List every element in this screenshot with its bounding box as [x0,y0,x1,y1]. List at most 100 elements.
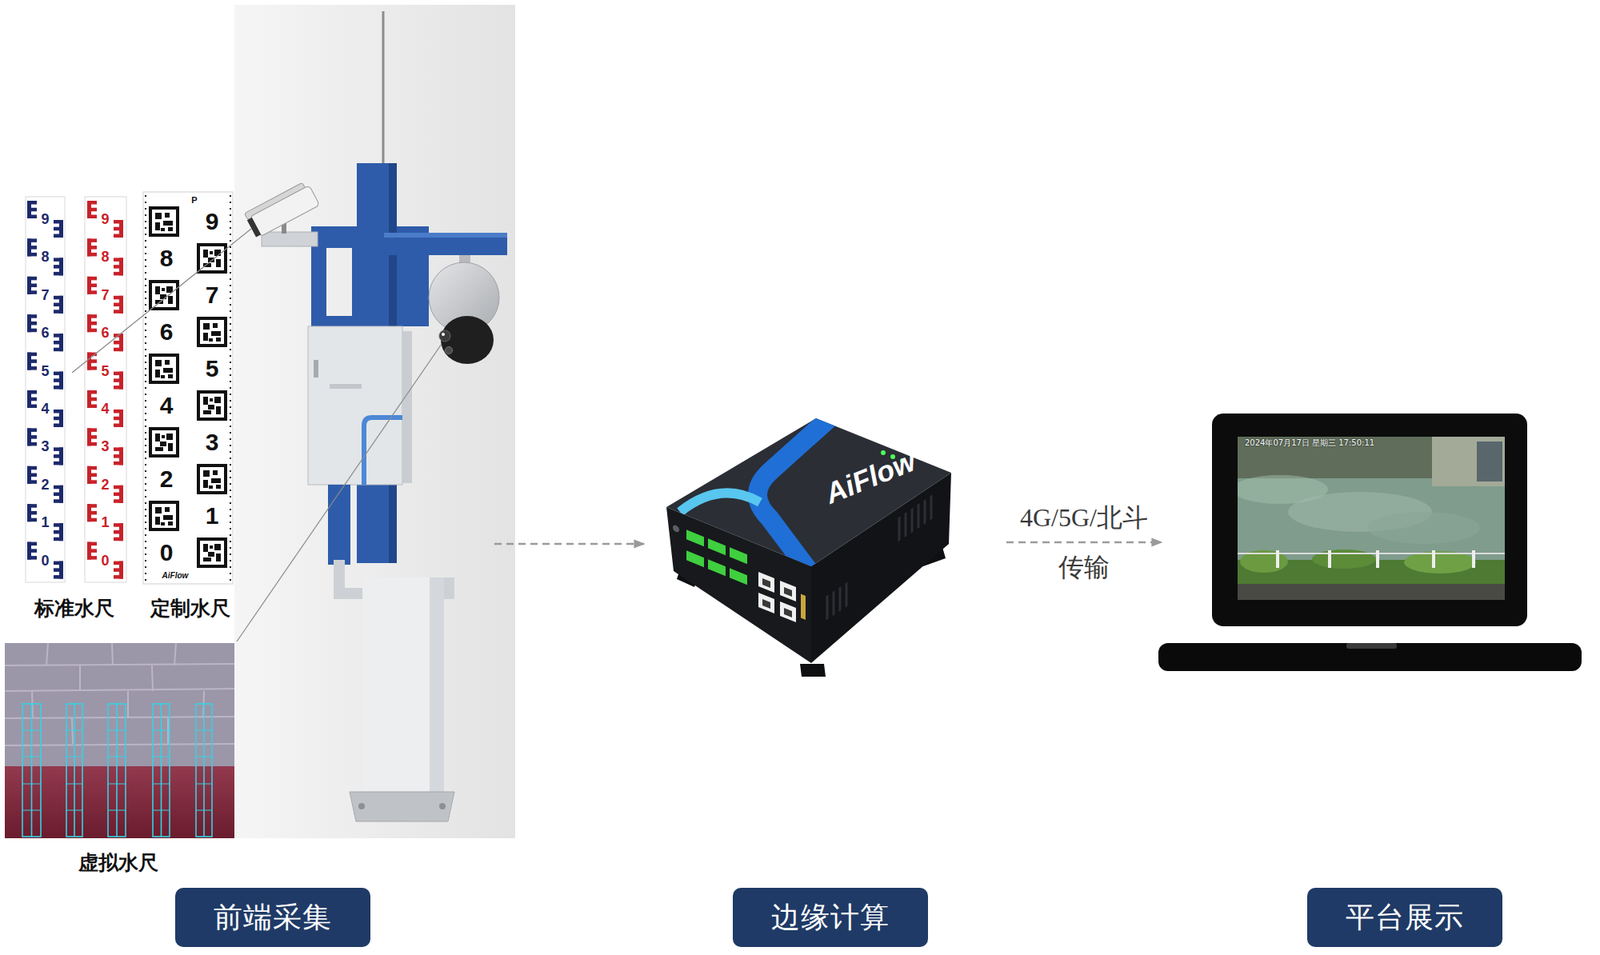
virtual-gauge-photo [112,643,113,666]
edge-gateway-device [923,500,927,524]
virtual-gauge-photo [196,756,212,758]
standard-gauge [27,542,64,580]
custom-ruler [148,353,180,384]
laptop [1312,549,1376,569]
edge-gateway-device [680,492,760,512]
standard-gauge [27,314,64,352]
standard-gauge [27,200,64,238]
edge-gateway-device [780,580,796,602]
laptop [1432,436,1505,487]
standard-gauge [87,504,124,541]
ruler-number: 2 [160,467,174,492]
standard-gauge [87,390,124,428]
edge-gateway-device [672,524,806,627]
virtual-gauge-photo [108,756,126,758]
monitoring-pole [384,232,508,238]
virtual-gauge-photo [4,643,235,839]
virtual-gauge-photo [127,691,129,719]
standard-gauge [87,276,124,314]
gauge-caption: 标准水尺 [34,598,115,619]
gauge-caption: 定制水尺 [150,598,231,619]
monitoring-pole [362,577,444,794]
edge-gateway-device [844,583,848,608]
edge-gateway-device [686,529,704,547]
virtual-gauge-photo [72,718,73,744]
laptop [1346,643,1397,649]
virtual-gauge-photo [196,704,212,837]
edge-gateway-device [929,496,933,520]
standard-gauge [87,428,124,465]
custom-ruler [196,537,228,568]
edge-gateway-device [800,594,806,620]
virtual-gauge-photo [174,643,176,666]
virtual-gauge-photo [4,688,235,692]
virtual-gauge-photo [22,756,41,758]
monitoring-pole [313,360,319,378]
virtual-gauge-photo [160,704,163,837]
ruler-number: 3 [205,430,220,455]
stage-panel: 平台展示 [1161,304,1596,952]
laptop [1158,413,1582,672]
gauge-number: 9 [40,212,49,227]
edge-gateway-device [686,550,704,568]
virtual-gauge-photo [4,643,235,839]
gauge-number: 0 [100,553,109,568]
laptop [1237,475,1328,504]
dashed-arrow [1006,541,1162,544]
gauge-number: 4 [40,401,49,416]
edge-gateway-device [890,454,896,460]
virtual-gauge-photo [116,704,118,837]
standard-gauge [87,466,124,504]
monitoring-pole [349,792,455,822]
standard-gauge [27,466,64,504]
custom-ruler [148,427,180,458]
edge-gateway-device [757,416,832,570]
edge-gateway-device [897,516,901,541]
edge-gateway-device [784,587,792,597]
leader-line [72,228,442,642]
custom-ruler [144,195,147,581]
ruler-number: 0 [160,540,174,565]
gauge-number: 6 [40,325,49,340]
edge-gateway-device [832,591,836,616]
virtual-gauge-photo [66,730,83,732]
monitoring-pole [441,332,445,336]
virtual-gauge-photo [152,784,170,785]
gauge-number: 0 [40,553,49,568]
virtual-gauge-photo [108,704,126,837]
ruler-number: 8 [160,246,174,271]
virtual-gauge-photo [73,704,76,837]
virtual-gauge-photo [46,643,48,666]
gauge-number: 8 [40,249,49,264]
standard-gauge [87,200,124,238]
monitoring-pole [234,4,516,839]
leader-line [72,228,252,373]
gauge-caption: 虚拟水尺 [78,852,159,873]
virtual-gauge-photo [66,756,83,758]
virtual-gauge-photo [152,810,170,812]
standard-gauge [87,238,124,276]
gauge-number: 3 [100,439,109,454]
edge-gateway-device [880,450,886,456]
virtual-gauge-photo [203,704,205,837]
gauge-number: 1 [100,515,109,530]
edge-gateway-device [729,568,748,585]
virtual-gauge-photo [196,730,212,732]
virtual-gauge-photo [4,664,235,666]
stage-button: 平台展示 [1307,888,1503,948]
ruler-brand: AiFlow [162,572,189,580]
edge-gateway-device [784,608,792,618]
gauge-number: 2 [40,477,49,492]
ruler-number: 5 [205,356,220,381]
gauge-number: 9 [100,212,109,227]
monitoring-pole [402,331,412,484]
standard-gauge [27,428,64,465]
standard-gauge [84,196,127,583]
ruler-number: 1 [205,504,220,528]
virtual-gauge-photo [22,730,41,732]
monitoring-pole [445,347,453,355]
virtual-gauge-photo [4,643,235,746]
custom-ruler [148,280,180,311]
device-brand: AiFlow [821,446,920,509]
